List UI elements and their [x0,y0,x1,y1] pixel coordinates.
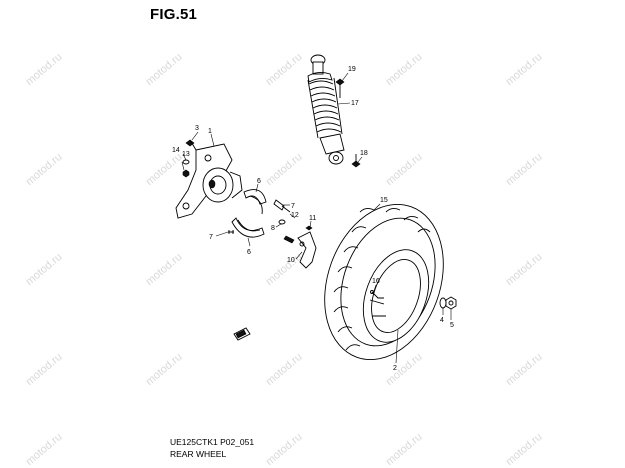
watermark-text: motod.ru [264,431,305,468]
watermark-text: motod.ru [264,51,305,88]
drawing-title: REAR WHEEL [170,449,227,459]
watermark-text: motod.ru [24,251,65,288]
callout-15: 15 [380,197,388,204]
rear-shock-absorber [307,54,345,165]
watermark-text: motod.ru [264,351,305,388]
callout-10: 10 [287,257,295,264]
brake-panel-bolt [185,139,197,151]
axle-nut [445,296,457,310]
callout-5: 5 [450,322,454,329]
brake-panel-washer [182,159,190,165]
shock-lower-bolt [351,154,361,168]
watermark-text: motod.ru [504,351,545,388]
callout-2: 2 [393,365,397,372]
watermark-text: motod.ru [384,51,425,88]
watermark-text: motod.ru [144,251,185,288]
callout-13: 13 [182,151,190,158]
watermark-text: motod.ru [384,431,425,468]
callout-8: 8 [271,225,275,232]
callout-labels: 1 2 3 4 5 6 6 7 7 8 10 11 12 13 14 15 16… [172,66,454,372]
watermark-text: motod.ru [144,351,185,388]
watermark-text: motod.ru [264,151,305,188]
watermark-text: motod.ru [504,151,545,188]
watermark-text: motod.ru [504,51,545,88]
callout-12: 12 [291,212,299,219]
brake-panel-nut [182,169,190,178]
leader-lines [181,72,452,364]
watermark-text: motod.ru [144,151,185,188]
callout-19: 19 [348,66,356,73]
watermark-text: motod.ru [24,151,65,188]
watermark-text: motod.ru [504,251,545,288]
callout-18: 18 [360,150,368,157]
callout-7-left: 7 [209,234,213,241]
axle-washer [439,297,447,309]
callout-16: 16 [372,278,380,285]
brake-camshaft [273,199,291,213]
brake-shoe-pin [228,230,234,234]
watermark-text: motod.ru [24,351,65,388]
watermark-text: motod.ru [384,151,425,188]
callout-4: 4 [440,317,444,324]
callout-17: 17 [351,100,359,107]
callout-14: 14 [172,147,180,154]
callout-7-right: 7 [291,203,295,210]
front-direction-arrow-icon [233,327,251,341]
watermark-text: motod.ru [504,431,545,468]
shock-upper-bolt [335,78,345,98]
figure-title: FIG.51 [150,6,198,23]
callout-6-upper: 6 [257,178,261,185]
brake-panel-arm [175,143,243,219]
brake-cam-lever [283,231,317,269]
watermark-text: motod.ru [384,351,425,388]
brake-lever-bolt [305,225,313,231]
rim-valve-stem [370,290,384,299]
watermark-layer: motod.ru motod.ru motod.ru motod.ru moto… [24,51,545,468]
watermark-text: motod.ru [24,51,65,88]
watermark-text: motod.ru [144,51,185,88]
callout-3: 3 [195,125,199,132]
callout-1: 1 [208,128,212,135]
brake-shoe-set [231,189,267,238]
callout-6-lower: 6 [247,249,251,256]
rear-wheel-rim [362,249,430,343]
callout-11: 11 [309,215,316,222]
brake-cam-spring-pin [278,219,286,225]
watermark-text: motod.ru [24,431,65,468]
drawing-code: UE125CTK1 P02_051 [170,437,255,447]
